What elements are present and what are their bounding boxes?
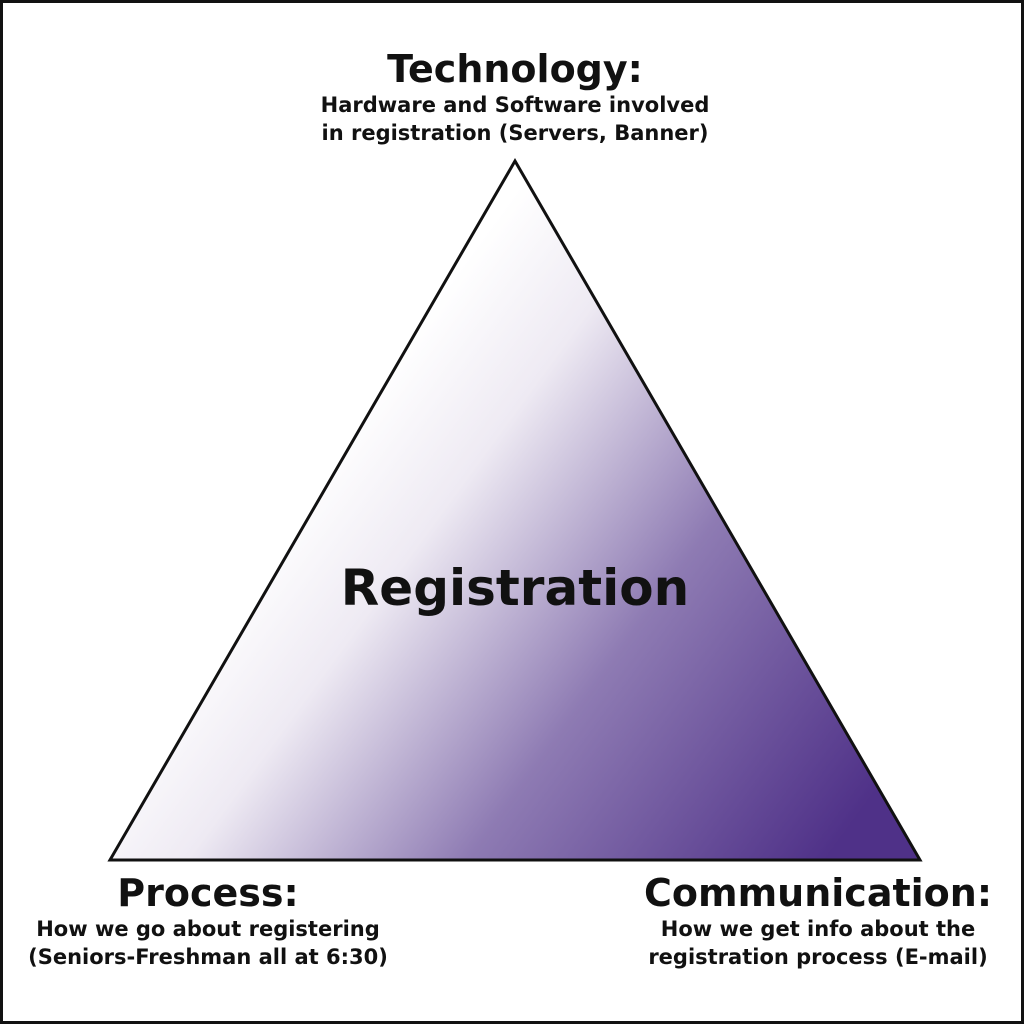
technology-label: Technology: Hardware and Software involv… bbox=[215, 47, 815, 147]
technology-desc-line-1: Hardware and Software involved bbox=[320, 93, 710, 117]
center-label: Registration bbox=[340, 559, 690, 617]
process-desc-line-2: (Seniors-Freshman all at 6:30) bbox=[28, 945, 388, 969]
process-title: Process: bbox=[117, 871, 299, 915]
process-desc-line-1: How we go about registering bbox=[36, 917, 380, 941]
registration-triangle bbox=[107, 158, 923, 862]
technology-desc-line-2: in registration (Servers, Banner) bbox=[321, 121, 709, 145]
communication-desc-line-1: How we get info about the bbox=[660, 917, 976, 941]
communication-desc-line-2: registration process (E-mail) bbox=[648, 945, 988, 969]
communication-title: Communication: bbox=[643, 871, 993, 915]
technology-title: Technology: bbox=[387, 47, 643, 91]
communication-label: Communication: How we get info about the… bbox=[613, 871, 1021, 971]
process-label: Process: How we go about registering (Se… bbox=[8, 871, 408, 971]
triangle-graphic bbox=[107, 158, 923, 862]
